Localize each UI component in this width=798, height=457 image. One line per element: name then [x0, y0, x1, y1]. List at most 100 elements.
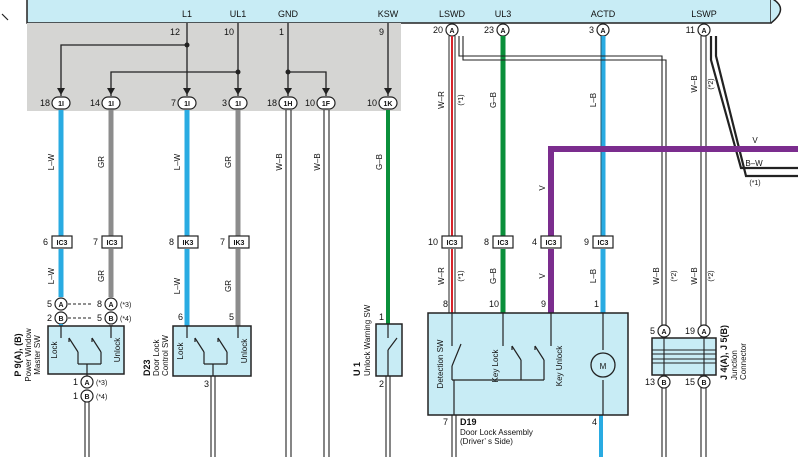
mid-pin-3: 8 — [169, 237, 174, 247]
d19-pin-7: 7 — [443, 417, 448, 427]
p9-pin-circles — [54, 297, 118, 325]
mid-code-6: IC3 — [498, 240, 509, 247]
top-pin-actd: 3 — [589, 25, 594, 35]
d23-unlock-label: Unlock — [240, 338, 249, 363]
d23-name-1: Door Lock — [152, 339, 161, 376]
p9-pin-a8: 8 — [97, 299, 102, 309]
pill-pin-3: 7 — [171, 98, 176, 108]
wire-note-n1-c: (*1) — [458, 270, 465, 281]
d23-switch-contacts — [186, 326, 239, 376]
d23-code: D23 — [142, 359, 152, 376]
j4-bus-bars — [652, 338, 716, 375]
p9-pin-b5: 5 — [97, 313, 102, 323]
p9-note-n3-top: (*3) — [120, 302, 131, 309]
top-pin-lswp: 11 — [686, 25, 695, 35]
d19-pin-8: 8 — [443, 299, 448, 309]
mid-pin-1: 6 — [43, 237, 48, 247]
pill-pin-6: 10 — [305, 98, 315, 108]
j4-code: J 4(A), J 5(B) — [719, 325, 729, 380]
d23-pin-3: 3 — [204, 379, 209, 389]
signal-ul3: UL3 — [495, 9, 512, 19]
wire-label-gr-3: GR — [97, 270, 106, 282]
ecu-junction-dots — [184, 42, 291, 75]
p9-letter-a-1: A — [58, 302, 63, 309]
u1-pin-1: 1 — [379, 312, 384, 322]
p9-pin-a: 5 — [47, 299, 52, 309]
wire-note-n1-a: (*1) — [458, 94, 465, 105]
top-pin-ul1: 10 — [224, 27, 234, 37]
top-pin-gnd: 1 — [279, 27, 284, 37]
wire-label-lw-4: L–W — [173, 277, 182, 294]
u1-code: U 1 — [352, 362, 362, 376]
ecu-arrow-heads — [57, 88, 392, 95]
j4-pin-circles — [657, 324, 711, 389]
pill-code-1: 1I — [58, 101, 64, 108]
d19-internal-wiring — [451, 313, 604, 415]
p9-letter-b-2: B — [108, 316, 113, 323]
j4-pin-19: 19 — [685, 326, 695, 336]
mid-code-4: IK3 — [234, 240, 245, 247]
pill-code-4: 1I — [235, 101, 241, 108]
d19-key-lock-label: Key Lock — [491, 349, 500, 383]
header-pin-circles — [445, 23, 711, 37]
wire-label-wb-1: W–B — [275, 153, 284, 170]
wire-note-n2-b: (*2) — [671, 270, 678, 281]
u1-switch-contact — [387, 324, 398, 376]
p9-lock-label: Lock — [50, 341, 59, 359]
p9-switch-contacts — [60, 326, 112, 374]
header-pin-letter-lswd: A — [449, 28, 454, 35]
p9-note-n3-bottom: (*3) — [96, 380, 107, 387]
d23-pin-6: 6 — [178, 312, 183, 322]
wire-label-gr-4: GR — [224, 280, 233, 292]
wires-lower — [58, 249, 606, 457]
wire-label-v-2: V — [538, 185, 547, 191]
u1-name: Unlock Warning SW — [363, 304, 372, 376]
wire-label-wr-1: W–R — [437, 91, 446, 109]
mid-code-7: IC3 — [546, 240, 557, 247]
d23-lock-label: Lock — [176, 342, 185, 360]
pill-pin-7: 10 — [367, 98, 377, 108]
pill-code-5: 1H — [284, 101, 293, 108]
p9-bottom-pins — [80, 375, 94, 403]
signal-gnd: GND — [278, 9, 299, 19]
signal-actd: ACTD — [591, 9, 616, 19]
j4-name-2: Connector — [739, 343, 748, 380]
d19-key-unlock-label: Key Unlock — [555, 345, 564, 386]
p9-unlock-label: Unlock — [113, 337, 122, 362]
wire-label-gb-2: G–B — [489, 92, 498, 108]
wires-upper — [58, 36, 798, 457]
p9-bottom-pin-2: 1 — [73, 391, 78, 401]
p9-note-n4-top: (*4) — [120, 316, 131, 323]
j4-letter-a-1: A — [661, 329, 666, 336]
wire-label-wr-2: W–R — [437, 267, 446, 285]
wire-note-n2-a: (*2) — [708, 78, 715, 89]
j4-name-1: Junction — [730, 350, 739, 380]
mid-pin-2: 7 — [93, 237, 98, 247]
d19-pin-9: 9 — [541, 299, 546, 309]
d19-code: D19 — [460, 417, 477, 427]
j4-pin-13: 13 — [645, 377, 655, 387]
wire-label-wb-3: W–B — [690, 75, 699, 92]
signal-lswp: LSWP — [691, 9, 717, 19]
p9-bottom-letter-a: A — [84, 380, 89, 387]
wire-label-lw-2: L–W — [173, 153, 182, 170]
top-pin-ul3: 23 — [484, 25, 494, 35]
signal-lswd: LSWD — [439, 9, 466, 19]
wire-label-v-1: V — [752, 136, 758, 145]
wire-label-gr-1: GR — [97, 156, 106, 168]
mid-pin-8: 9 — [584, 237, 589, 247]
wire-note-n2-c: (*2) — [708, 270, 715, 281]
p9-code: P 9(A), (B) — [13, 333, 23, 376]
j4-letter-b-2: B — [701, 380, 706, 387]
p9-bottom-letter-b: B — [84, 394, 89, 401]
u1-switch-box — [375, 323, 403, 377]
p9-note-n4-bottom: (*4) — [96, 394, 107, 401]
wire-label-wb-4: W–B — [652, 267, 661, 284]
d19-motor-symbol — [590, 352, 616, 378]
mid-code-3: IK3 — [183, 240, 194, 247]
mid-pin-4: 7 — [220, 237, 225, 247]
pill-code-6: 1F — [322, 101, 331, 108]
j4-letter-a-2: A — [701, 329, 706, 336]
j4-pin-15: 15 — [685, 377, 695, 387]
mid-pin-6: 8 — [484, 237, 489, 247]
